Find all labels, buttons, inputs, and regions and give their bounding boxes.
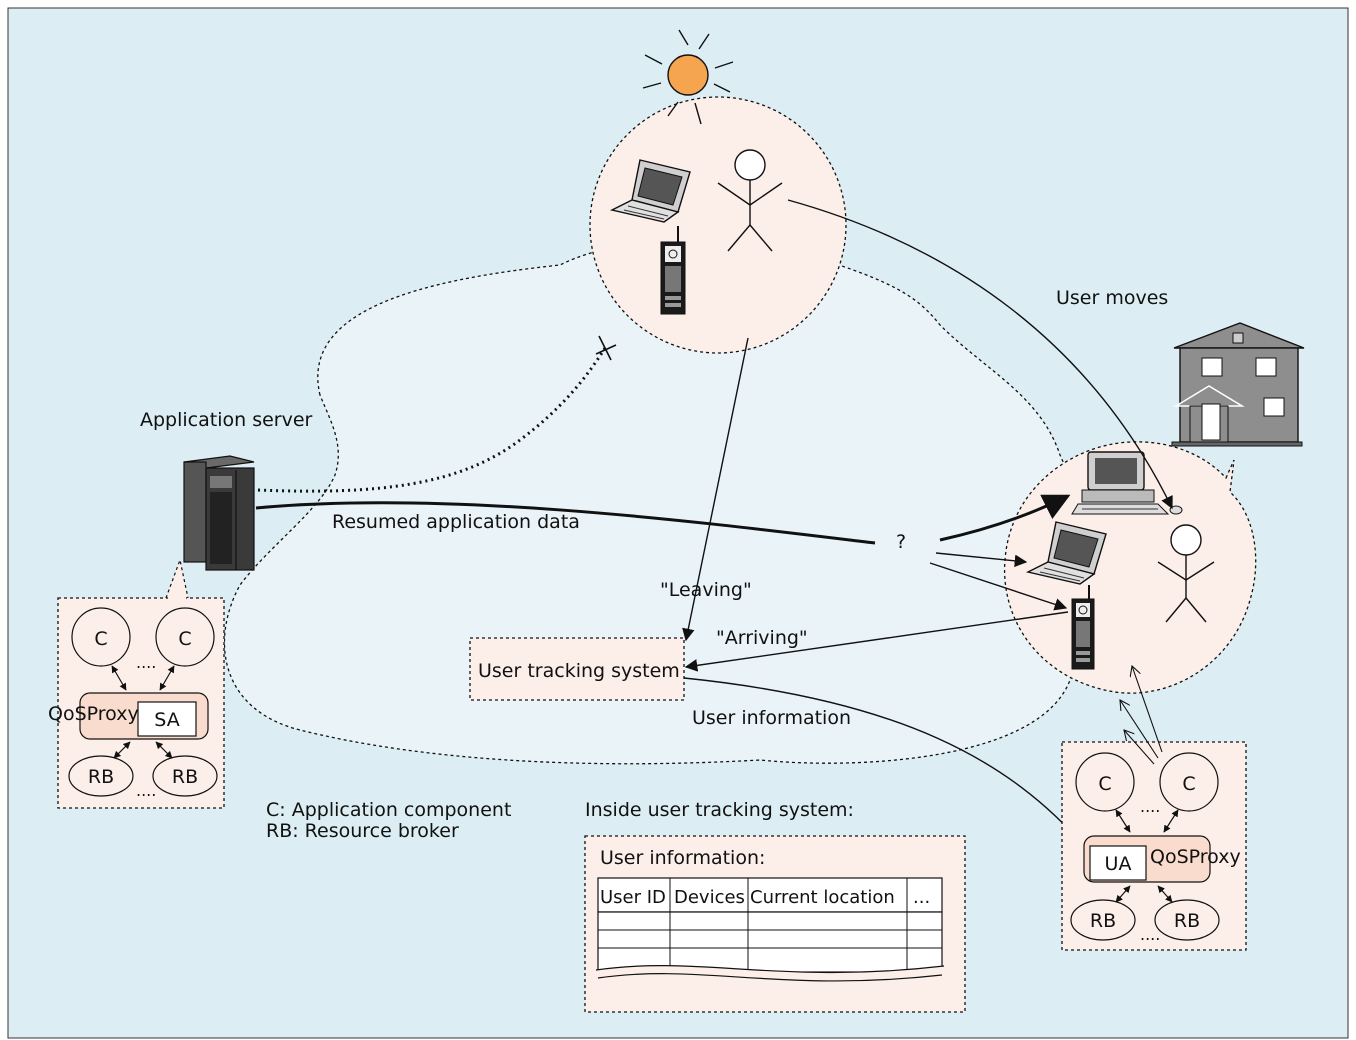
resource-broker-node [68, 755, 134, 797]
qosproxy-label: QoSProxy [48, 703, 139, 725]
component-node [1075, 752, 1135, 812]
component-to-device-arrow [1124, 730, 1155, 765]
table-header-more: ... [913, 887, 930, 908]
component-label: C [1098, 773, 1111, 795]
question-mark-label: ? [896, 531, 906, 553]
resumed-data-arrow-laptop [935, 552, 1028, 568]
break-mark [598, 335, 612, 361]
user-moves-label: User moves [1056, 287, 1168, 309]
link-arrow [111, 665, 127, 691]
ua-label: UA [1105, 853, 1132, 875]
component-node [1159, 752, 1219, 812]
application-server-label: Application server [140, 409, 313, 431]
resumed-data-label: Resumed application data [332, 511, 580, 533]
desktop-computer-icon [1071, 451, 1183, 515]
link-arrow [1115, 809, 1131, 833]
outdoor-bubble [589, 96, 847, 354]
component-label: C [178, 628, 191, 650]
leaving-label: "Leaving" [660, 579, 752, 601]
resource-broker-node [1154, 899, 1220, 941]
component-node [71, 607, 131, 667]
user-tracking-system-label: User tracking system [478, 660, 680, 682]
component-label: C [94, 628, 107, 650]
legend-broker: RB: Resource broker [266, 820, 459, 842]
resource-broker-node [1070, 899, 1136, 941]
mobile-phone-icon [1071, 585, 1095, 670]
resource-broker-node [152, 755, 218, 797]
link-arrow [1157, 885, 1173, 903]
inside-tracking-label: Inside user tracking system: [585, 799, 854, 821]
component-to-device-arrow [1120, 700, 1159, 759]
user-info-table [595, 877, 945, 990]
laptop-icon [609, 159, 691, 223]
user-tracking-system-box [469, 637, 685, 701]
link-arrow [1115, 885, 1131, 903]
broker-label: RB [88, 766, 114, 788]
stick-figure-icon [1157, 524, 1215, 623]
link-arrow [113, 741, 131, 759]
resumed-data-arrow-phone [929, 562, 1068, 611]
arriving-arrow [684, 611, 1069, 672]
sa-label: SA [154, 709, 179, 731]
ellipsis-label: .... [136, 653, 156, 672]
server-icon [183, 455, 255, 571]
user-information-arrow [683, 677, 1087, 849]
qosproxy-label: QoSProxy [1150, 846, 1241, 868]
ellipsis-label: .... [1140, 925, 1160, 944]
link-arrow [1163, 809, 1179, 833]
table-header-user-id: User ID [600, 887, 666, 908]
broken-connection-line [257, 347, 607, 493]
ua-box [1089, 845, 1147, 881]
user-table-title: User information: [600, 847, 765, 869]
broker-label: RB [1174, 910, 1200, 932]
leaving-arrow [682, 337, 749, 642]
component-node [155, 607, 215, 667]
stick-figure-icon [717, 149, 783, 252]
link-arrow [159, 665, 175, 691]
arriving-label: "Arriving" [716, 627, 808, 649]
laptop-icon [1025, 521, 1107, 585]
user-moves-arrow [787, 199, 1173, 510]
ellipsis-label: .... [136, 781, 156, 800]
broker-label: RB [172, 766, 198, 788]
resumed-data-line [255, 501, 876, 545]
table-header-location: Current location [750, 887, 895, 908]
component-to-device-arrow [1132, 666, 1163, 753]
legend-component: C: Application component [266, 799, 511, 821]
mobile-phone-icon [660, 226, 686, 315]
broker-label: RB [1090, 910, 1116, 932]
component-label: C [1182, 773, 1195, 795]
house-icon [1171, 322, 1305, 447]
table-header-devices: Devices [674, 887, 745, 908]
resumed-data-arrow-desktop [939, 494, 1071, 542]
user-information-label: User information [692, 707, 851, 729]
ellipsis-label: .... [1140, 797, 1160, 816]
sun-icon [642, 29, 734, 125]
sa-box [137, 701, 197, 737]
link-arrow [155, 741, 173, 759]
